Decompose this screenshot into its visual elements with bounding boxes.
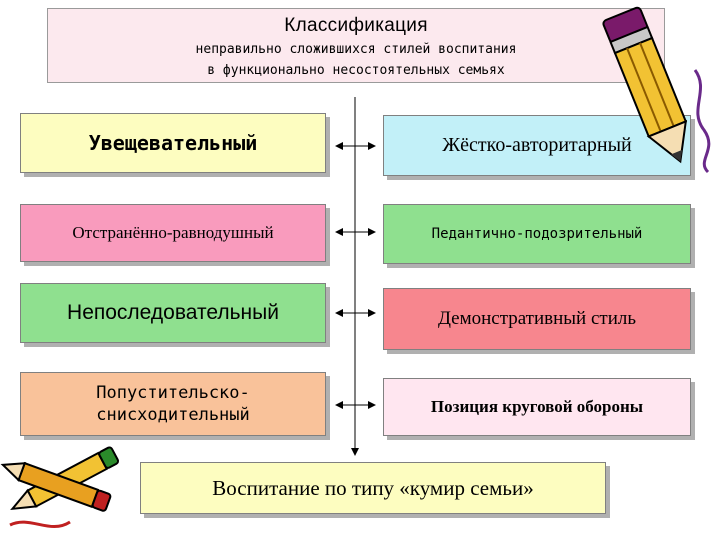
style-box-left-2: Отстранённо-равнодушный — [20, 204, 326, 262]
style-label-left-4: Попустительско-снисходительный — [96, 383, 250, 425]
style-box-left-4: Попустительско-снисходительный — [20, 372, 326, 436]
style-label-right-1: Жёстко-авторитарный — [442, 134, 632, 156]
style-box-left-3: Непоследовательный — [20, 283, 326, 343]
style-label-right-3: Демонстративный стиль — [437, 308, 637, 329]
diagram-title: Классификация — [284, 15, 428, 36]
diagram-subtitle-line-1: неправильно сложившихся стилей воспитани… — [195, 42, 517, 57]
style-box-right-2: Педантично-подозрительный — [383, 204, 691, 264]
style-box-right-1: Жёстко-авторитарный — [383, 115, 691, 176]
style-label-right-4: Позиция круговой обороны — [430, 397, 644, 416]
style-label-left-2: Отстранённо-равнодушный — [72, 223, 274, 242]
style-label-right-2: Педантично-подозрительный — [431, 226, 643, 242]
pencil-icon — [602, 6, 711, 174]
style-box-bottom: Воспитание по типу «кумир семьи» — [140, 462, 606, 514]
style-box-right-3: Демонстративный стиль — [383, 288, 691, 350]
title-box: Классификация неправильно сложившихся ст… — [47, 8, 665, 83]
style-label-bottom: Воспитание по типу «кумир семьи» — [212, 475, 534, 500]
style-label-left-1: Увещевательный — [88, 131, 258, 155]
pencils-icon — [0, 446, 120, 528]
style-box-right-4: Позиция круговой обороны — [383, 378, 691, 436]
style-label-left-3: Непоследовательный — [67, 301, 279, 324]
style-box-left-1: Увещевательный — [20, 113, 326, 173]
diagram-subtitle-line-2: в функционально несостоятельных семьях — [207, 63, 505, 78]
